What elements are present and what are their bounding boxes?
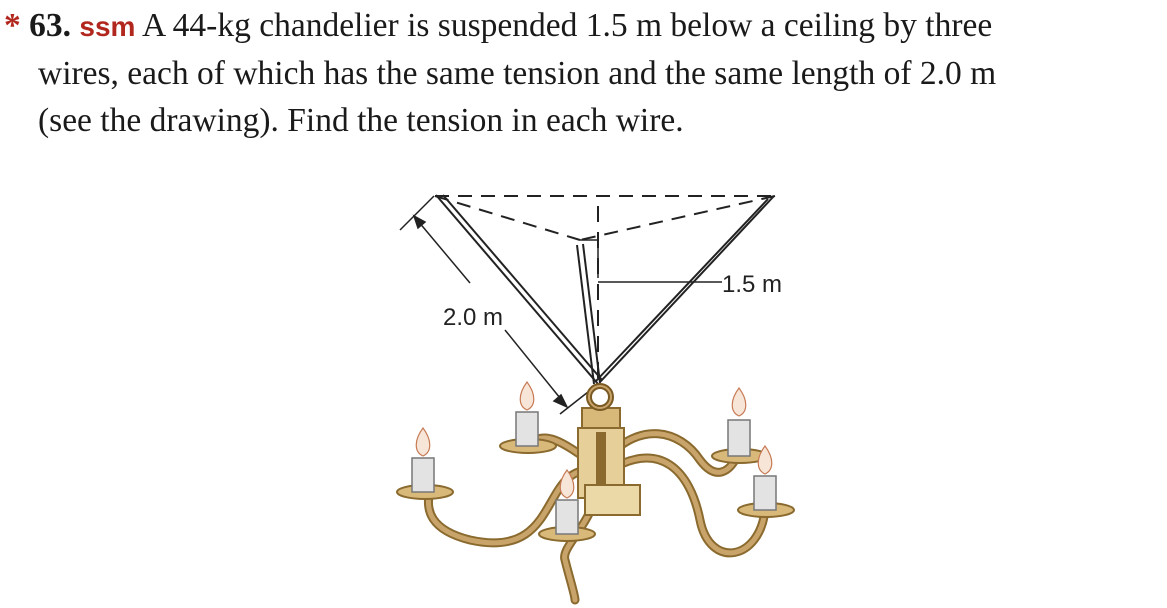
vertical-axis [580,206,599,380]
difficulty-star: * [4,7,21,44]
wires [435,194,775,385]
chandelier [396,380,795,605]
ssm-tag: ssm [79,11,136,42]
problem-line-1: * 63. ssm A 44-kg chandelier is suspende… [4,2,1164,50]
problem-text-line-1: A 44-kg chandelier is suspended 1.5 m be… [141,7,993,44]
wire-length-dimension [399,195,589,415]
height-label: 1.5 m [722,271,782,298]
problem-line-3: (see the drawing). Find the tension in e… [38,102,684,139]
candle-5 [737,444,795,518]
candle-1 [396,426,454,500]
ceiling-triangle [434,195,776,241]
candle-4 [711,386,769,464]
candle-3 [538,468,596,542]
problem-number: 63. [29,7,71,44]
problem-line-2: wires, each of which has the same tensio… [38,55,997,92]
wire-length-label: 2.0 m [443,304,503,331]
candle-2 [499,380,557,454]
chandelier-body [577,383,641,516]
problem-statement: * 63. ssm A 44-kg chandelier is suspende… [4,2,1164,144]
